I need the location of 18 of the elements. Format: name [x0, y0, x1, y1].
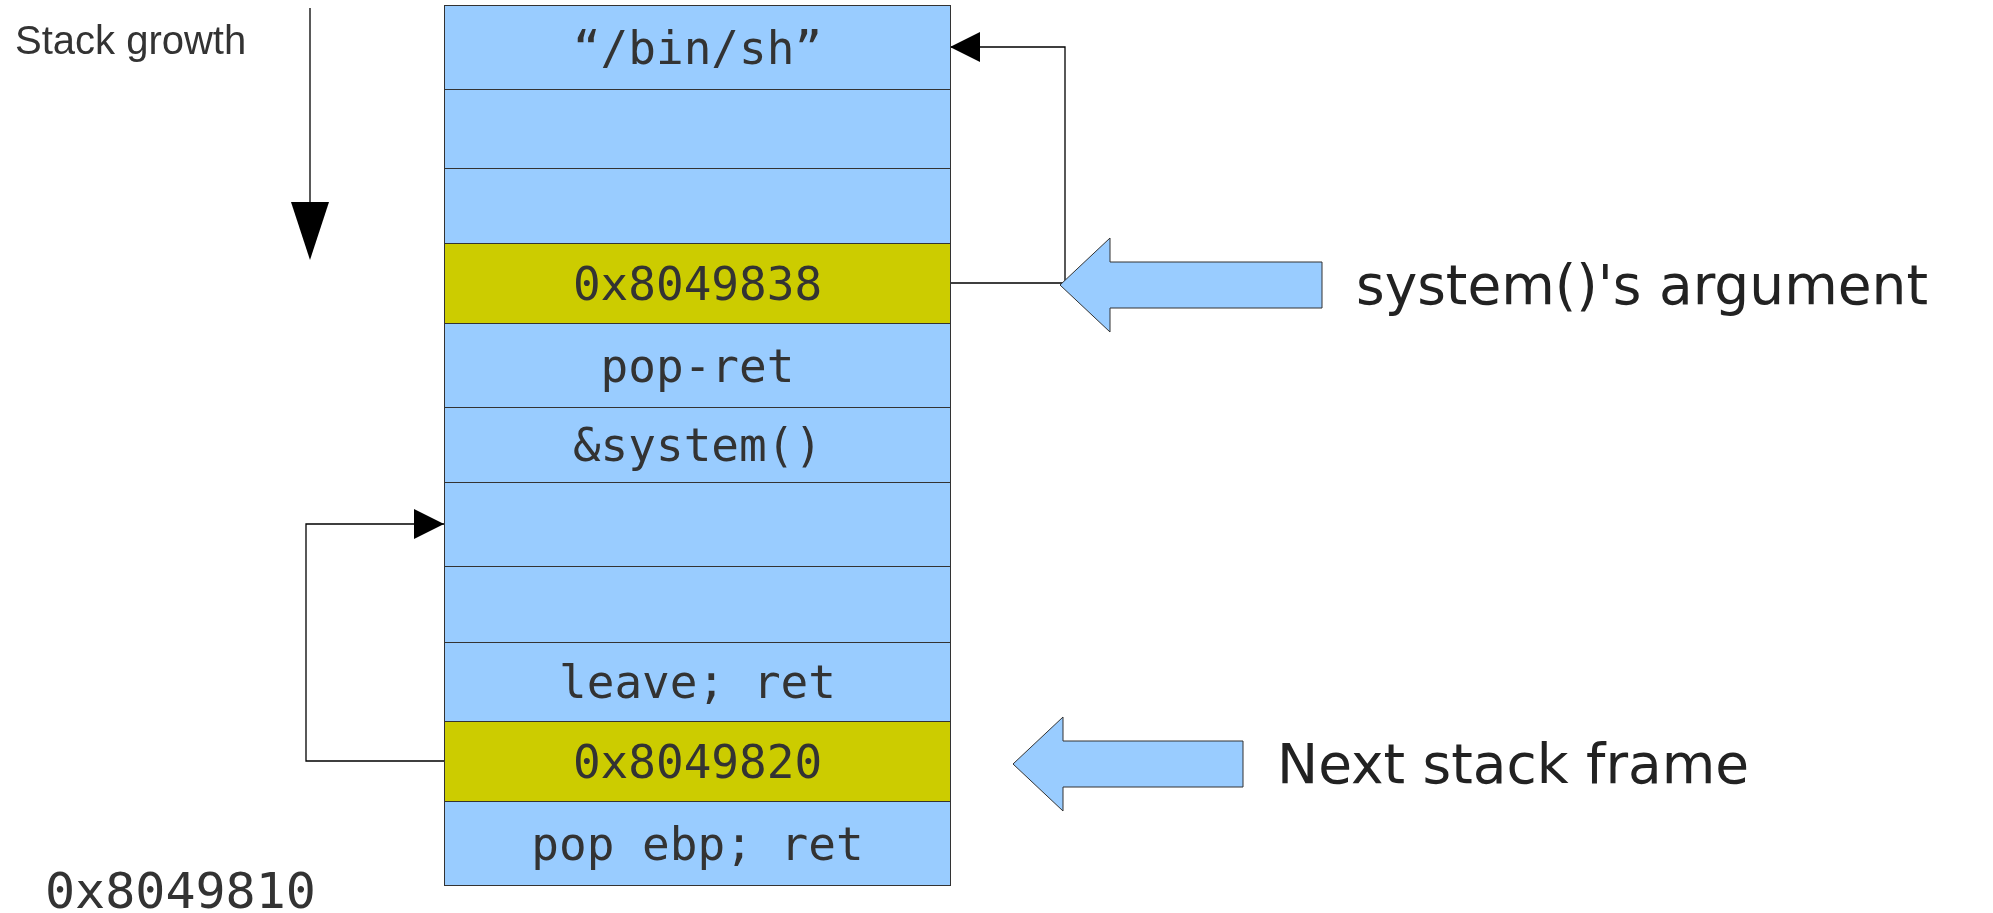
block-arrow [1059, 237, 1323, 333]
stack-cell: pop-ret [444, 323, 951, 408]
connector-arrow [949, 32, 1066, 284]
stack-cell: &system() [444, 407, 951, 483]
axis-label: Stack growth [15, 20, 247, 60]
address-label: 0x8049810 [45, 866, 316, 913]
block-arrow [1012, 716, 1244, 812]
stack-cell [444, 168, 951, 244]
connector-arrow [305, 509, 445, 762]
annotation-text: Next stack frame [1277, 737, 1750, 792]
stack-cell: 0x8049838 [444, 243, 951, 324]
stack-cell: pop ebp; ret [444, 801, 951, 886]
stack-cell [444, 566, 951, 643]
stack-cell [444, 89, 951, 169]
stack-cell [444, 482, 951, 567]
stack-cell: “/bin/sh” [444, 5, 951, 90]
stack-cell: leave; ret [444, 642, 951, 722]
stack-cell: 0x8049820 [444, 721, 951, 802]
